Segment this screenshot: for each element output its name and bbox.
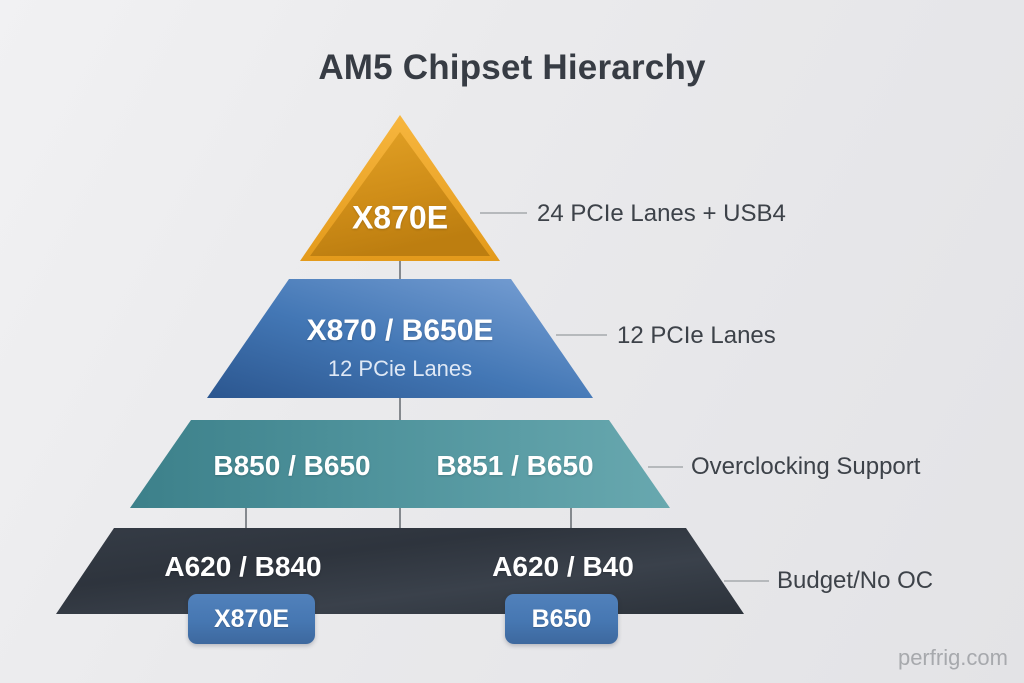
- watermark: perfrig.com: [897, 645, 1008, 670]
- side-label-tier1: 24 PCIe Lanes + USB4: [537, 200, 786, 227]
- page-title: AM5 Chipset Hierarchy: [318, 48, 706, 87]
- tier2-chipset-label: X870 / B650E: [306, 314, 494, 347]
- side-label-tier2: 12 PCIe Lanes: [617, 322, 776, 349]
- tier3-chipset-label-right: B851 / B650: [436, 450, 594, 481]
- tier4-trapezoid: [56, 528, 744, 614]
- tier3-chipset-label-left: B850 / B650: [213, 450, 371, 481]
- badge-x870e: X870E: [188, 594, 315, 644]
- tier2-sublabel: 12 PCie Lanes: [327, 356, 473, 381]
- tier1-chipset-label: X870E: [351, 199, 449, 236]
- badge-b650: B650: [505, 594, 618, 644]
- tier3-trapezoid: [130, 420, 670, 508]
- tier1-triangle-inner: [310, 132, 490, 256]
- side-label-tier4: Budget/No OC: [777, 567, 934, 594]
- side-label-tier3: Overclocking Support: [691, 453, 921, 480]
- tier4-chipset-label-right: A620 / B40: [492, 551, 634, 582]
- tier2-trapezoid: [207, 279, 593, 398]
- tier4-chipset-label-left: A620 / B840: [164, 551, 322, 582]
